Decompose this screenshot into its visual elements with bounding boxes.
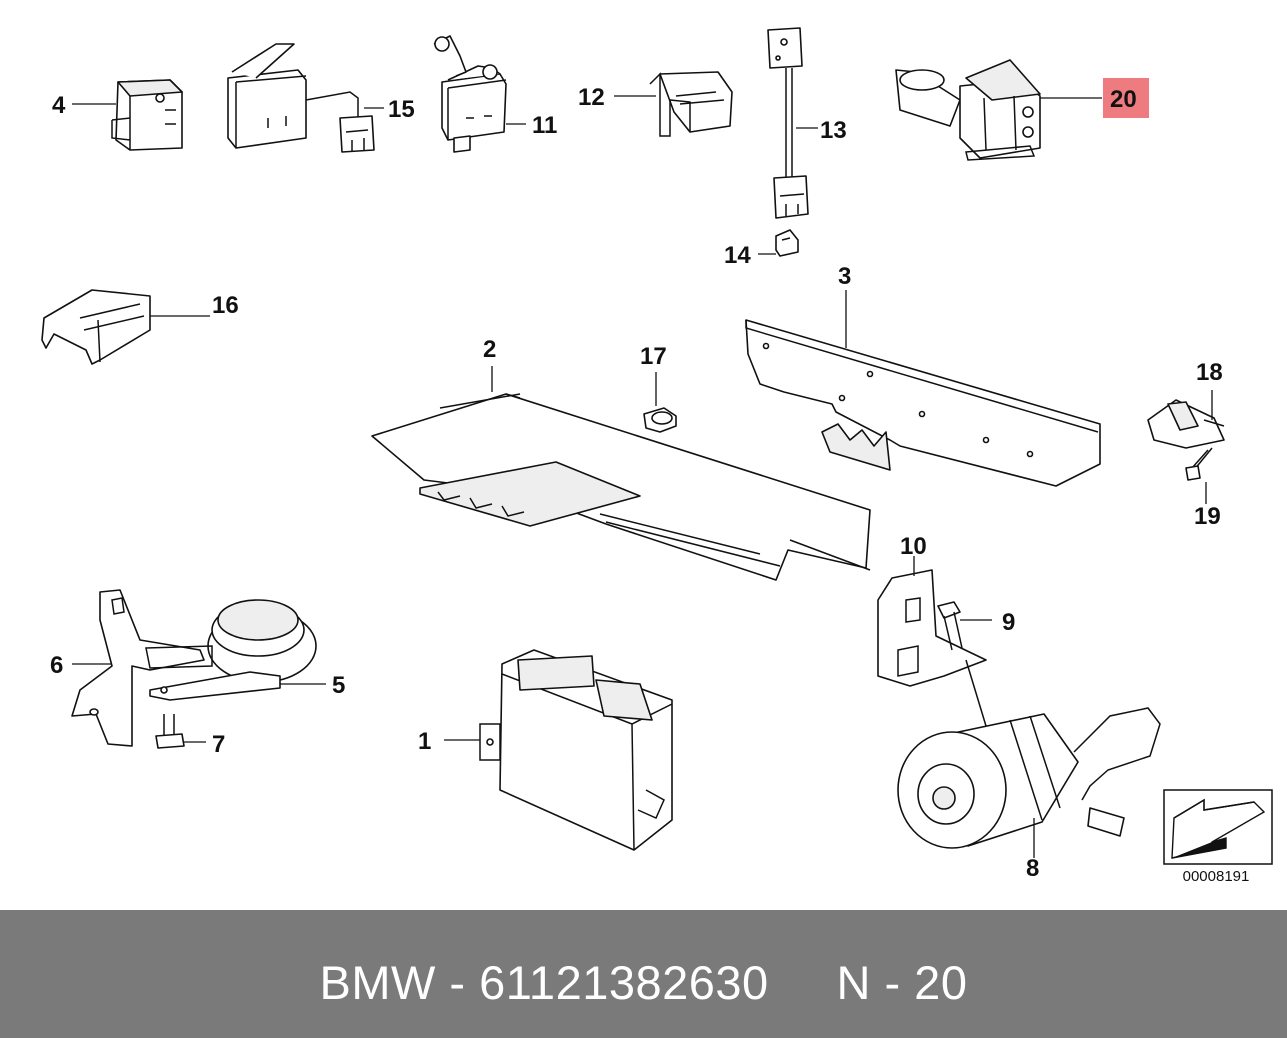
callout-14: 14 <box>724 242 751 269</box>
part-9-bolt <box>937 601 992 651</box>
callout-19: 19 <box>1194 503 1221 530</box>
callout-6: 6 <box>50 652 63 679</box>
callout-12: 12 <box>578 84 605 111</box>
callout-20: 20 <box>1110 86 1137 113</box>
parts-diagram: 4 15 11 12 13 14 20 16 3 2 17 18 19 10 9… <box>41 27 1273 885</box>
callout-11: 11 <box>532 112 557 139</box>
part-11-relay-lever <box>433 35 526 153</box>
diagram-reference-code: 00008191 <box>1182 868 1250 885</box>
callout-1: 1 <box>418 728 431 755</box>
part-15-relay-connector <box>227 43 384 153</box>
callout-2: 2 <box>483 336 496 363</box>
part-4-relay <box>72 79 183 151</box>
callout-10: 10 <box>900 533 927 560</box>
callout-8: 8 <box>1026 855 1039 882</box>
part-17-pushclip <box>643 372 677 433</box>
highlight-box <box>1103 78 1149 118</box>
callout-18: 18 <box>1196 359 1223 386</box>
callout-7: 7 <box>212 731 225 758</box>
part-1-control-unit <box>444 649 673 851</box>
callout-13: 13 <box>820 117 847 144</box>
part-number-banner: BMW - 61121382630 N - 20 <box>0 910 1287 1038</box>
part-5-horn <box>145 599 326 701</box>
callout-3: 3 <box>838 263 851 290</box>
callout-9: 9 <box>1002 609 1015 636</box>
callout-17: 17 <box>640 343 667 370</box>
orientation-arrow-icon <box>1163 789 1273 865</box>
callout-15: 15 <box>388 96 415 123</box>
part-18-latch <box>1147 390 1225 449</box>
part-8-siren <box>897 659 1161 858</box>
callout-16: 16 <box>212 292 239 319</box>
part-number-text: BMW - 61121382630 N - 20 <box>319 955 968 1009</box>
part-13-wire-harness <box>767 27 818 219</box>
part-6-bracket <box>71 589 205 747</box>
part-19-screw <box>1185 447 1213 504</box>
part-3-rail <box>745 290 1101 487</box>
part-12-holder <box>614 71 733 137</box>
part-16-bracket <box>41 289 210 365</box>
diagram-canvas: 4 15 11 12 13 14 20 16 3 2 17 18 19 10 9… <box>41 27 1273 882</box>
part-14-clip <box>758 229 799 257</box>
part-7-bolt <box>155 714 206 749</box>
part-20-switch <box>895 59 1102 161</box>
part-10-bracket <box>877 556 987 687</box>
callout-4: 4 <box>52 92 66 119</box>
part-2-cover <box>371 366 871 581</box>
callout-5: 5 <box>332 672 345 699</box>
